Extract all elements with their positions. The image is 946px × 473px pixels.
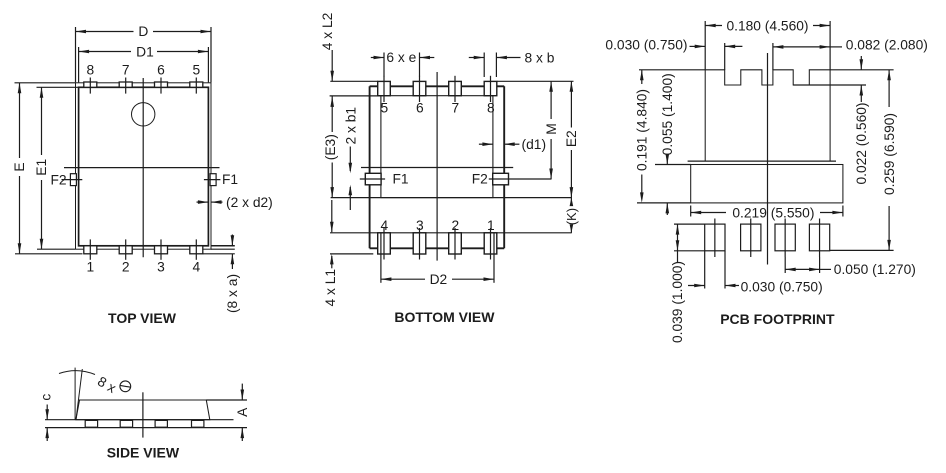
svg-text:2: 2 — [452, 218, 460, 233]
svg-text:(8 x a): (8 x a) — [225, 274, 240, 313]
svg-text:0.050 (1.270): 0.050 (1.270) — [834, 262, 916, 277]
svg-text:A: A — [235, 407, 250, 417]
svg-text:D2: D2 — [430, 272, 448, 287]
svg-text:0.082 (2.080): 0.082 (2.080) — [846, 38, 928, 53]
svg-text:E2: E2 — [564, 130, 579, 147]
svg-text:5: 5 — [192, 62, 200, 77]
svg-text:0.030 (0.750): 0.030 (0.750) — [741, 279, 823, 294]
svg-text:D1: D1 — [136, 44, 154, 59]
svg-text:5: 5 — [381, 101, 389, 116]
svg-text:4: 4 — [192, 260, 200, 275]
svg-text:PCB FOOTPRINT: PCB FOOTPRINT — [720, 311, 835, 327]
svg-text:7: 7 — [122, 62, 130, 77]
svg-text:F2: F2 — [50, 172, 66, 187]
svg-text:SIDE VIEW: SIDE VIEW — [107, 445, 180, 461]
svg-text:(2 x d2): (2 x d2) — [226, 195, 273, 210]
svg-text:8: 8 — [487, 101, 495, 116]
svg-text:0.259 (6.590): 0.259 (6.590) — [882, 113, 897, 195]
svg-text:0.219 (5.550): 0.219 (5.550) — [732, 205, 814, 220]
svg-text:c: c — [39, 394, 54, 401]
svg-text:E1: E1 — [34, 159, 49, 176]
svg-text:1: 1 — [86, 260, 94, 275]
svg-text:D: D — [138, 24, 148, 39]
svg-text:F1: F1 — [222, 172, 238, 187]
svg-text:0.030 (0.750): 0.030 (0.750) — [605, 38, 687, 53]
svg-text:1: 1 — [487, 218, 495, 233]
svg-text:8: 8 — [86, 62, 94, 77]
svg-text:8 x b: 8 x b — [525, 50, 555, 65]
svg-text:E: E — [12, 162, 27, 171]
svg-text:F1: F1 — [392, 171, 408, 186]
svg-text:2: 2 — [122, 260, 130, 275]
svg-text:(d1): (d1) — [522, 137, 547, 152]
svg-text:4: 4 — [381, 218, 389, 233]
svg-text:TOP VIEW: TOP VIEW — [108, 310, 177, 326]
svg-text:M: M — [544, 123, 559, 135]
svg-text:F2: F2 — [472, 171, 488, 186]
svg-text:2 x b1: 2 x b1 — [343, 107, 358, 145]
svg-text:6: 6 — [416, 101, 424, 116]
svg-text:8 x: 8 x — [95, 374, 119, 396]
svg-text:3: 3 — [157, 260, 165, 275]
svg-text:0.055 (1.400): 0.055 (1.400) — [660, 73, 675, 155]
svg-text:3: 3 — [416, 218, 424, 233]
svg-text:7: 7 — [452, 101, 460, 116]
svg-text:6: 6 — [157, 62, 165, 77]
svg-text:BOTTOM VIEW: BOTTOM VIEW — [394, 309, 495, 325]
svg-text:0.191 (4.840): 0.191 (4.840) — [635, 89, 650, 171]
svg-text:(E3): (E3) — [323, 134, 338, 160]
svg-text:0.022 (0.560): 0.022 (0.560) — [854, 102, 869, 184]
svg-text:0.039 (1.000): 0.039 (1.000) — [670, 261, 685, 343]
svg-text:(K): (K) — [564, 208, 579, 225]
svg-text:4 x L1: 4 x L1 — [323, 269, 338, 307]
svg-text:0.180 (4.560): 0.180 (4.560) — [726, 18, 808, 33]
svg-text:6 x e: 6 x e — [386, 50, 416, 65]
svg-text:4 x L2: 4 x L2 — [320, 13, 335, 51]
